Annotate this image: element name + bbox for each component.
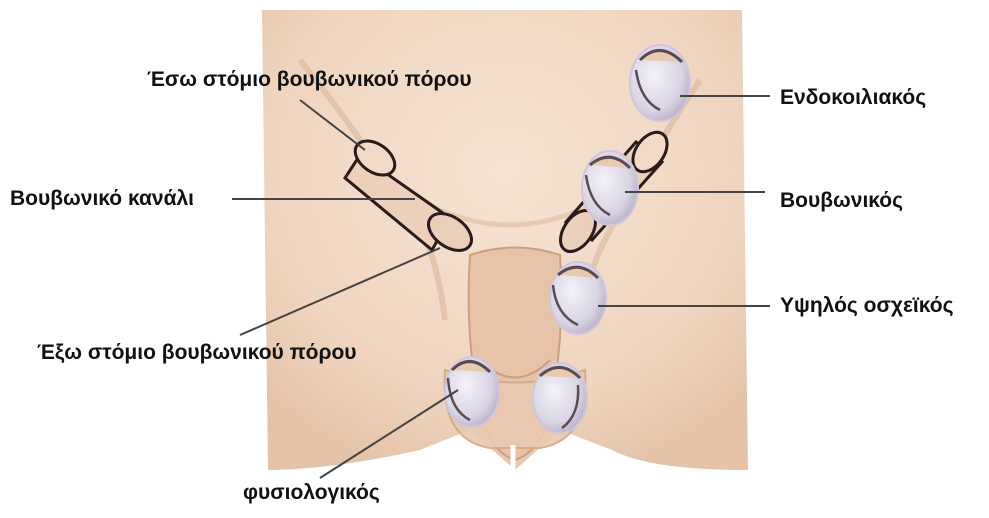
label-inguinal-canal: Βουβωνικό κανάλι [10, 187, 194, 211]
label-normal: φυσιολογικός [243, 481, 380, 505]
testis-inguinal [582, 151, 638, 225]
label-inguinal: Βουβωνικός [780, 189, 903, 213]
label-internal-ring: Έσω στόμιο βουβωνικού πόρου [147, 68, 472, 92]
label-external-ring: Έξω στόμιο βουβωνικού πόρου [37, 341, 357, 365]
testis-intra-abdominal [630, 45, 690, 121]
label-high-scrotal: Υψηλός οσχεϊκός [780, 294, 954, 318]
testis-high-scrotal [550, 262, 606, 334]
testis-normal-right [533, 363, 587, 433]
label-intra-abdominal: Ενδοκοιλιακός [780, 86, 926, 110]
